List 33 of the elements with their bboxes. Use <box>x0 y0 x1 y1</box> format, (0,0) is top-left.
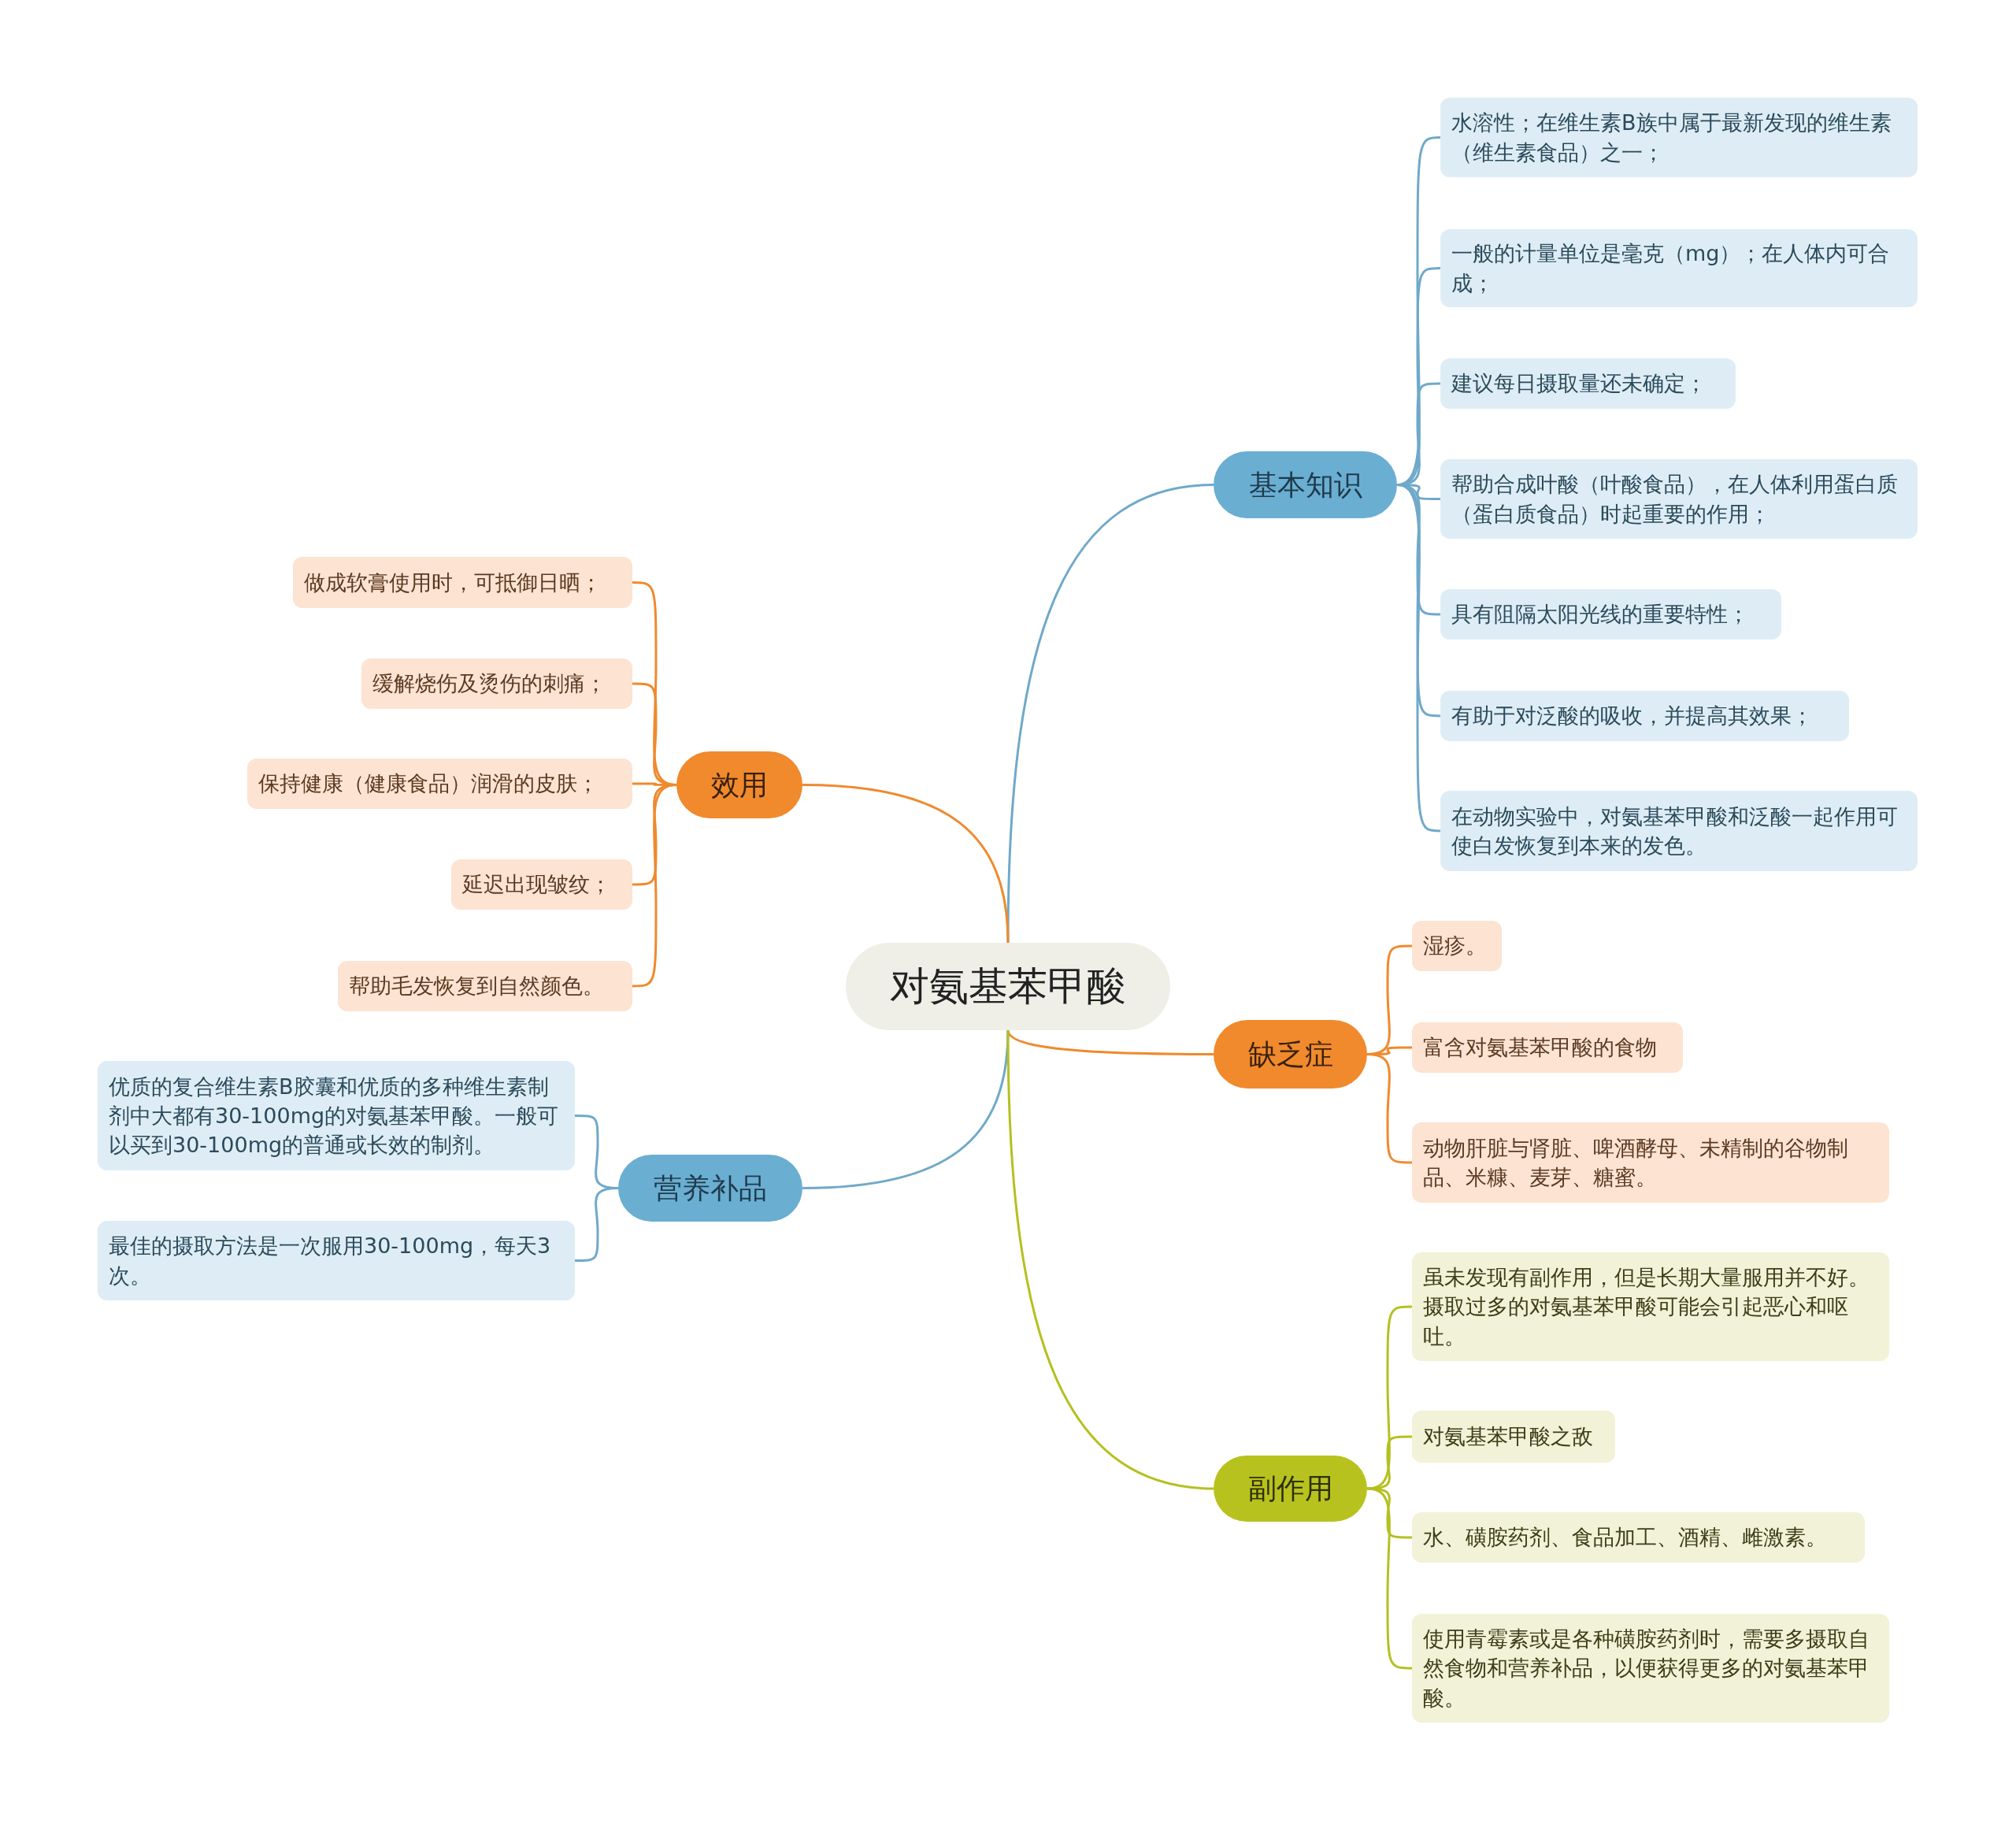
topic-box: 做成软膏使用时，可抵御日晒； <box>293 557 632 608</box>
topic-box: 动物肝脏与肾脏、啤酒酵母、未精制的谷物制品、米糠、麦芽、糖蜜。 <box>1412 1122 1889 1203</box>
topic-box: 建议每日摄取量还未确定； <box>1440 358 1736 409</box>
connector-line <box>632 784 677 988</box>
topic-box: 保持健康（健康食品）润滑的皮肤； <box>247 758 632 809</box>
branch-topic: 效用 <box>676 751 802 818</box>
branch-topic: 缺乏症 <box>1214 1020 1367 1089</box>
connector-line <box>802 784 1010 944</box>
topic-box: 富含对氨基苯甲酸的食物 <box>1412 1022 1683 1073</box>
connector-line <box>802 1029 1010 1189</box>
topic-box: 一般的计量单位是毫克（mg）；在人体内可合成； <box>1440 229 1918 307</box>
topic-box: 优质的复合维生素B胶囊和优质的多种维生素制剂中大都有30-100mg的对氨基苯甲酸。一般可以买到30-100mg的普通或长效的制剂。 <box>98 1061 575 1170</box>
topic-box: 最佳的摄取方法是一次服用30-100mg，每天3次。 <box>98 1221 575 1300</box>
connector-line <box>1366 1435 1412 1490</box>
branch-topic: 基本知识 <box>1214 451 1397 518</box>
topic-box: 有助于对泛酸的吸收，并提高其效果； <box>1440 691 1849 741</box>
topic-box: 帮助毛发恢复到自然颜色。 <box>338 961 632 1011</box>
branch-topic: 营养补品 <box>618 1155 802 1222</box>
branch-topic: 副作用 <box>1214 1456 1367 1522</box>
topic-box: 延迟出现皱纹； <box>451 859 632 910</box>
connector-line <box>1396 484 1441 833</box>
topic-box: 水、磺胺药剂、食品加工、酒精、雌激素。 <box>1412 1512 1865 1563</box>
topic-box: 帮助合成叶酸（叶酸食品），在人体利用蛋白质（蛋白质食品）时起重要的作用； <box>1440 459 1918 539</box>
topic-box: 在动物实验中，对氨基苯甲酸和泛酸一起作用可使白发恢复到本来的发色。 <box>1440 791 1918 871</box>
topic-box: 使用青霉素或是各种磺胺药剂时，需要多摄取自然食物和营养补品，以便获得更多的对氨基苯甲酸。 <box>1412 1614 1889 1723</box>
topic-box: 水溶性；在维生素B族中属于最新发现的维生素（维生素食品）之一； <box>1440 98 1918 177</box>
central-topic: 对氨基苯甲酸 <box>846 943 1170 1030</box>
topic-box: 具有阻隔太阳光线的重要特性； <box>1440 589 1781 640</box>
topic-box: 缓解烧伤及烫伤的刺痛； <box>361 658 632 709</box>
topic-box: 虽未发现有副作用，但是长期大量服用并不好。摄取过多的对氨基苯甲酸可能会引起恶心和呕吐。 <box>1412 1252 1889 1361</box>
topic-box: 对氨基苯甲酸之敌 <box>1412 1411 1615 1463</box>
connector-line <box>1006 1029 1214 1490</box>
topic-box: 湿疹。 <box>1412 921 1502 971</box>
